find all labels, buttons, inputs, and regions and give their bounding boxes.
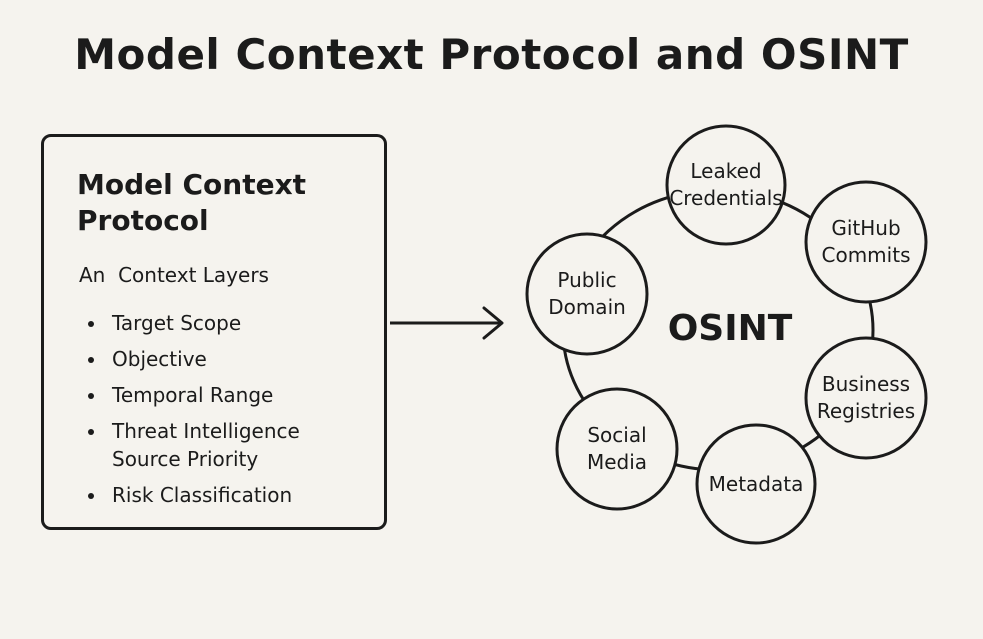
osint-center-label: OSINT [667, 308, 793, 349]
context-layer-list: Target Scope Objective Temporal Range Th… [84, 309, 342, 517]
flow-arrow-head [482, 306, 504, 340]
node-business-registries: Business Registries [816, 372, 916, 423]
node-github-commits: GitHub Commits [821, 216, 911, 267]
context-layer-item: Temporal Range [84, 381, 342, 409]
context-layer-item: Target Scope [84, 309, 342, 337]
node-public-domain: Public Domain [548, 268, 626, 319]
context-layer-item: Objective [84, 345, 342, 373]
mcp-box-title: Model Context Protocol [77, 168, 307, 237]
node-circle-business-registries [804, 336, 928, 460]
node-circle-social-media [555, 387, 679, 511]
node-circle-github-commits [804, 180, 928, 304]
node-social-media: Social Media [586, 423, 648, 474]
mcp-box-subtitle: An Context Layers [79, 263, 269, 287]
node-metadata: Metadata [708, 471, 804, 496]
context-layer-item: Threat Intelligence Source Priority [84, 417, 342, 473]
page-title: Model Context Protocol and OSINT [74, 30, 909, 79]
node-circle-metadata [695, 423, 817, 545]
mcp-box: Model Context Protocol An Context Layers… [41, 134, 387, 530]
node-circle-leaked-credentials [665, 124, 787, 246]
context-layer-item: Risk Classification [84, 481, 342, 509]
node-leaked-credentials: Leaked Credentials [669, 159, 783, 210]
node-circle-public-domain [525, 232, 649, 356]
